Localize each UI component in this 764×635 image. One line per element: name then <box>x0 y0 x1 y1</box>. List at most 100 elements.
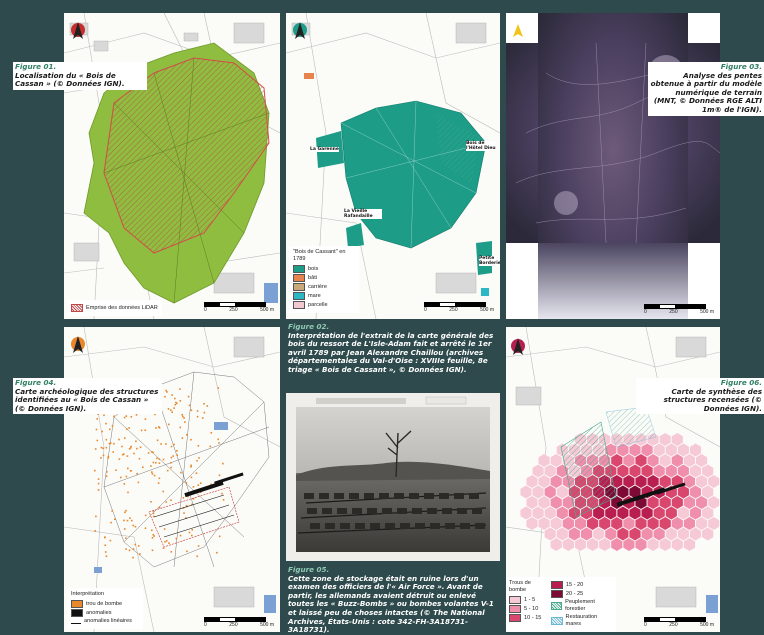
hexbin-cell <box>665 464 678 478</box>
figure-06-title: Figure 06. <box>720 378 762 387</box>
hexbin-cell <box>653 506 666 520</box>
hexbin-cell <box>665 527 678 541</box>
hexbin-cell <box>707 495 720 510</box>
bomb-crater <box>158 458 161 460</box>
hexbin-cell <box>616 485 629 499</box>
bomb-crater <box>181 413 183 416</box>
cart <box>457 508 467 514</box>
legend-parcelle: parcelle <box>308 301 328 308</box>
bomb-crater <box>165 443 167 445</box>
hexbin-cell <box>538 495 551 510</box>
swatch-mare <box>293 292 305 300</box>
cart <box>304 493 314 499</box>
hexbin-cell <box>550 453 563 468</box>
hexbin-cell <box>622 516 635 531</box>
hexbin-cell <box>647 537 660 552</box>
bomb-crater <box>105 438 108 441</box>
hexbin-cell <box>550 537 563 552</box>
cart <box>415 523 425 529</box>
cart <box>427 508 437 514</box>
north-arrow-icon: N <box>512 17 524 38</box>
hexbin-cell <box>562 537 575 552</box>
bomb-crater <box>126 428 128 430</box>
bomb-crater <box>188 404 191 407</box>
bomb-crater <box>216 551 218 554</box>
bomb-crater <box>107 455 110 458</box>
bomb-crater <box>190 466 192 468</box>
hexbin-cell <box>707 516 720 531</box>
hexbin-cell <box>519 506 532 520</box>
bomb-crater <box>112 451 114 453</box>
bomb-crater <box>185 504 188 507</box>
bomb-crater <box>195 472 198 474</box>
figure-05-photo-svg <box>286 393 500 561</box>
hexbin-cell <box>550 474 563 489</box>
bomb-crater <box>155 427 157 429</box>
bomb-crater <box>109 428 111 431</box>
figure-03-text: Analyse des pentes obtenue à partir du m… <box>650 70 762 114</box>
hexbin-cell <box>647 453 660 468</box>
hexbin-cell <box>695 516 708 531</box>
bomb-crater <box>125 537 127 539</box>
hexbin-cell <box>616 527 629 541</box>
bomb-crater <box>179 400 182 402</box>
bomb-crater <box>156 457 158 460</box>
bomb-crater <box>152 461 155 464</box>
cart <box>394 493 404 499</box>
hexbin-cell <box>628 506 642 520</box>
bomb-crater <box>185 482 188 484</box>
bomb-crater <box>151 471 153 473</box>
bomb-crater <box>152 451 154 454</box>
bomb-crater <box>187 395 190 398</box>
figure-02-caption: Figure 02. Interprétation de l'extrait d… <box>288 322 500 375</box>
legend-anomalies: anomalies <box>86 609 112 616</box>
bomb-crater <box>129 517 131 519</box>
bomb-crater <box>170 499 172 501</box>
bomb-crater <box>176 454 178 456</box>
bomb-crater <box>170 466 172 469</box>
scale-500: 500 m <box>480 307 494 313</box>
scale-500: 500 m <box>700 622 714 628</box>
fig06-legend: Trous de bombe 1 - 5 5 - 10 10 - 15 15 -… <box>506 577 616 632</box>
bomb-crater <box>151 451 153 453</box>
hexbin-cell <box>604 506 617 520</box>
fig02-legend-title: "Bois de Cassant" en 1789 <box>293 249 346 262</box>
bomb-crater <box>196 415 199 418</box>
cart <box>364 493 374 499</box>
bomb-crater <box>160 443 162 445</box>
hexbin-cell <box>532 506 545 520</box>
bomb-crater <box>180 471 182 474</box>
swatch-peuplement <box>550 602 563 610</box>
scale-500: 500 m <box>260 622 274 628</box>
figure-03-caption: Figure 03. Analyse des pentes obtenue à … <box>648 62 764 116</box>
bomb-crater <box>174 403 177 406</box>
bomb-crater <box>185 517 187 519</box>
bomb-crater <box>109 539 112 542</box>
hexbin-cell <box>641 506 654 520</box>
cart <box>430 523 440 529</box>
figure-06-text: Carte de synthèse des structures recensé… <box>663 386 762 413</box>
hexbin-cell <box>665 506 678 520</box>
hexbin-cell <box>689 464 702 478</box>
bomb-crater <box>97 482 100 485</box>
hexbin-cell <box>586 516 599 531</box>
bomb-crater <box>135 414 138 416</box>
figure-04-map-svg <box>64 327 280 632</box>
bomb-crater <box>222 499 225 501</box>
bomb-crater <box>151 529 153 532</box>
bomb-crater <box>125 415 128 417</box>
bomb-crater <box>120 476 122 479</box>
hexbin-cell <box>683 516 696 531</box>
bomb-crater <box>134 543 137 546</box>
hexbin-cell <box>622 453 635 468</box>
hexbin-cell <box>647 516 660 531</box>
fig02-legend: "Bois de Cassant" en 1789 bois bâti carr… <box>289 246 359 313</box>
fig04-legend: Interprétation trou de bombe anomalies a… <box>67 588 143 629</box>
legend-anomalies-lineaires: anomalies linéaires <box>84 618 132 624</box>
bomb-crater <box>121 445 123 448</box>
bomb-crater <box>118 458 121 460</box>
bomb-crater <box>165 501 168 503</box>
hexbin-cell <box>671 495 684 510</box>
bomb-crater <box>184 421 186 423</box>
bomb-crater <box>218 474 221 477</box>
